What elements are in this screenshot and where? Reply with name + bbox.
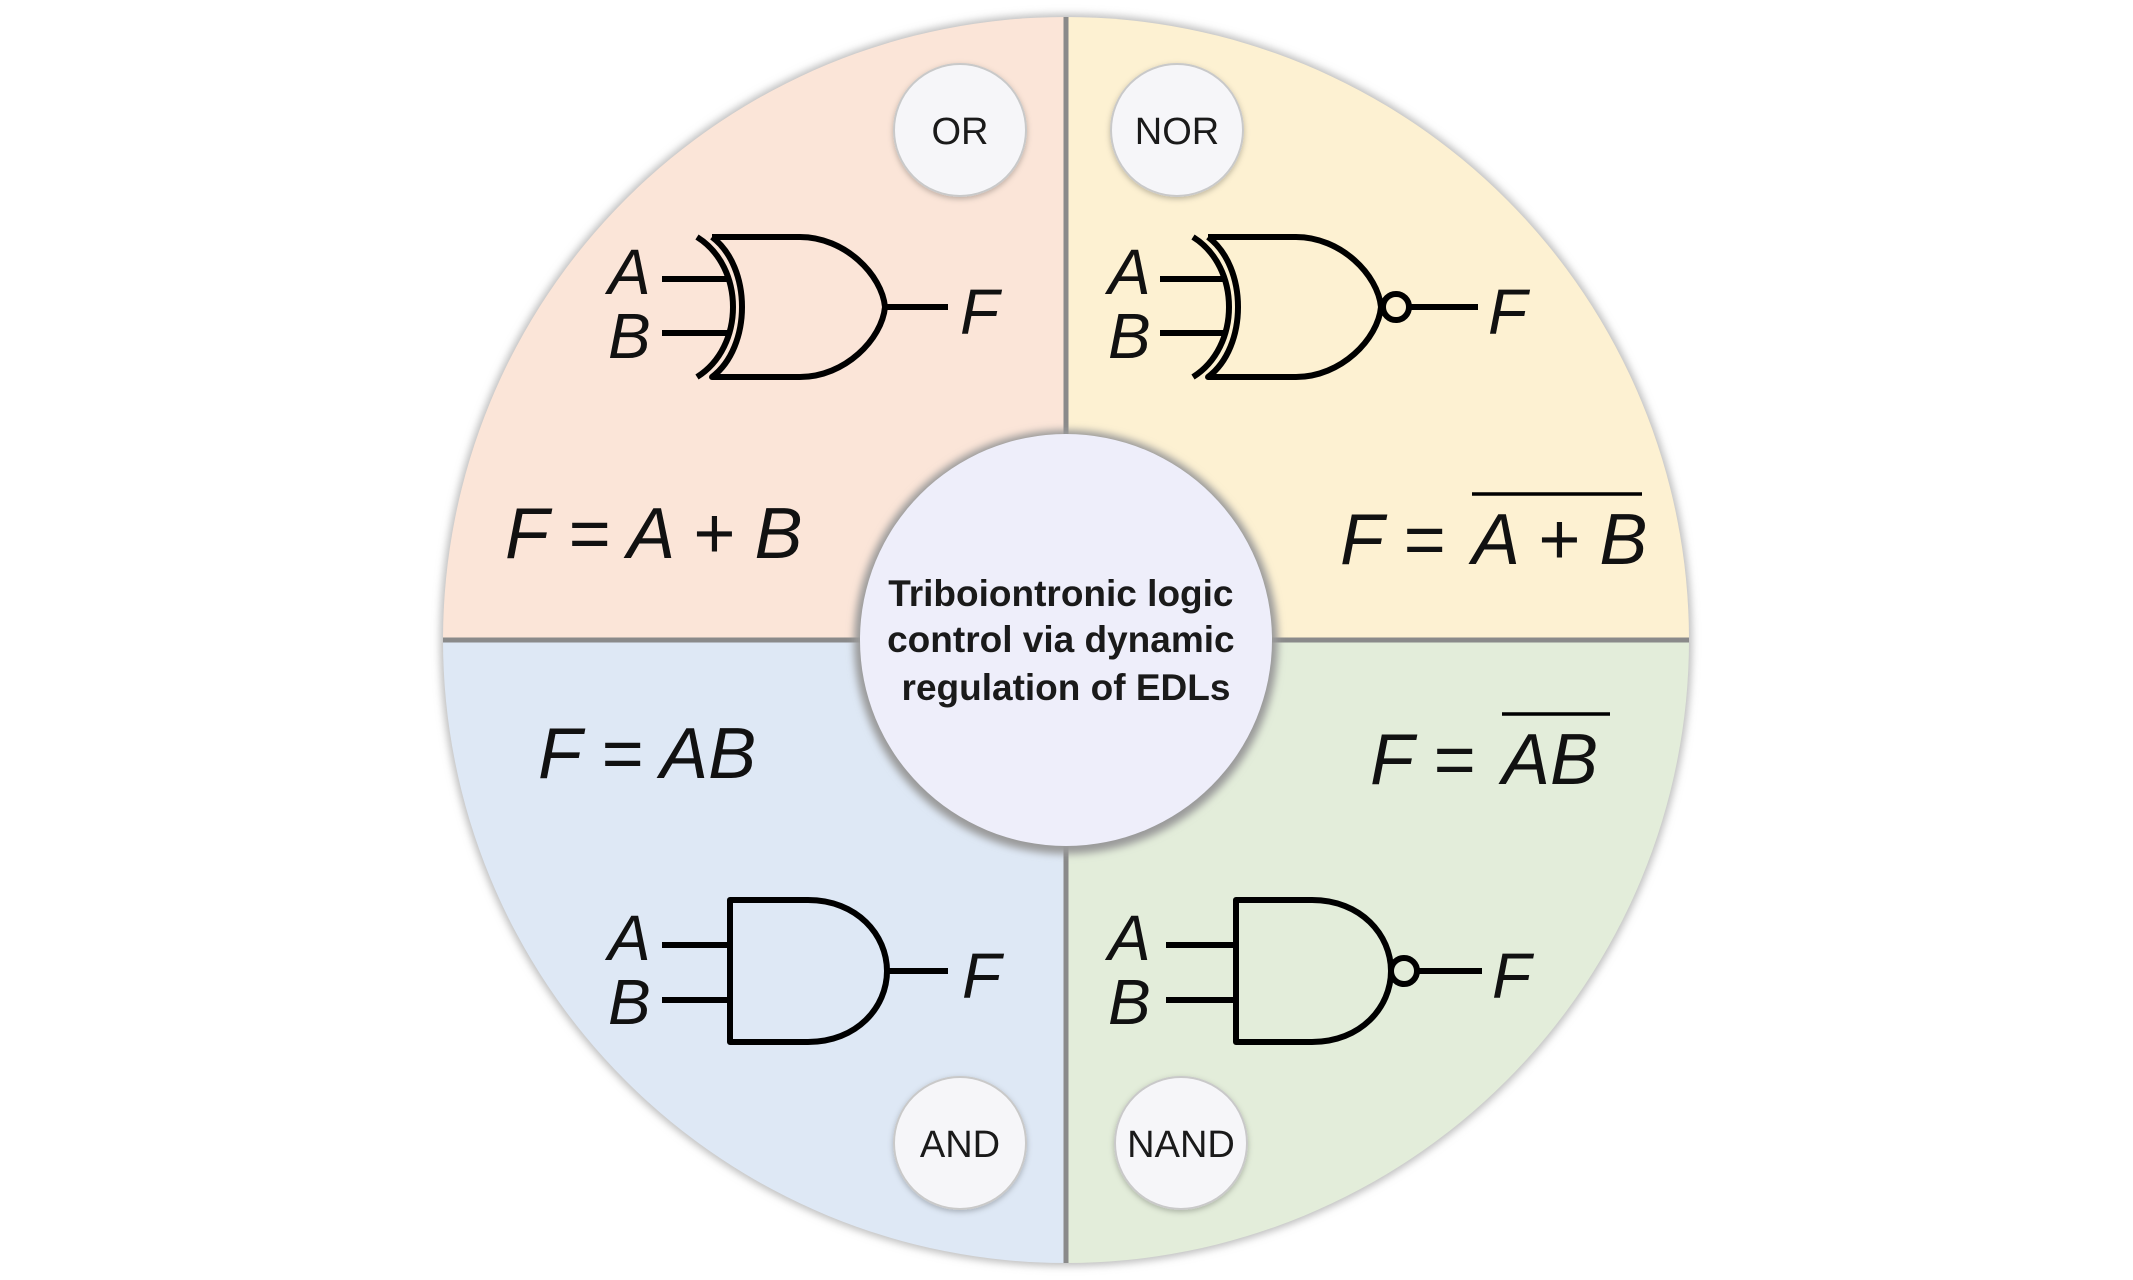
or-input-b: B xyxy=(608,300,651,372)
or-input-a: A xyxy=(604,236,651,308)
nand-equation: F = AB xyxy=(1370,712,1610,800)
and-equation: F = AB xyxy=(538,714,756,794)
nor-input-b: B xyxy=(1108,300,1151,372)
nand-equation-rhs: AB xyxy=(1498,720,1598,800)
nand-input-b: B xyxy=(1108,966,1151,1038)
nor-input-a: A xyxy=(1104,236,1151,308)
center-circle xyxy=(860,434,1272,846)
center-title-line-1: Triboiontronic logic xyxy=(888,573,1233,614)
or-equation: F = A + B xyxy=(505,494,803,574)
badge-nand-label: NAND xyxy=(1127,1124,1235,1166)
badge-nand: NAND xyxy=(1114,1076,1248,1210)
badge-and-label: AND xyxy=(920,1124,1000,1166)
nand-gate: A B F xyxy=(1104,897,1535,1045)
badge-or: OR xyxy=(893,63,1027,197)
nor-equation-lhs: F = xyxy=(1340,500,1445,580)
nor-gate: A B F xyxy=(1104,234,1531,380)
nand-equation-lhs: F = xyxy=(1370,720,1475,800)
nand-output: F xyxy=(1492,940,1535,1012)
and-output: F xyxy=(962,940,1005,1012)
center-title-line-2: control via dynamic xyxy=(887,619,1235,660)
center-title-line-3: regulation of EDLs xyxy=(902,667,1231,708)
nor-output: F xyxy=(1488,276,1531,348)
and-input-b: B xyxy=(608,966,651,1038)
badge-nor: NOR xyxy=(1110,63,1244,197)
badge-and: AND xyxy=(893,1076,1027,1210)
badge-or-label: OR xyxy=(932,111,989,153)
nand-input-a: A xyxy=(1104,902,1151,974)
and-gate: A B F xyxy=(604,897,1005,1045)
nor-equation: F = A + B xyxy=(1340,492,1647,580)
nor-equation-rhs: A + B xyxy=(1468,500,1647,580)
center-title: Triboiontronic logic control via dynamic… xyxy=(887,573,1245,708)
or-output: F xyxy=(960,276,1003,348)
and-input-a: A xyxy=(604,902,651,974)
badge-nor-label: NOR xyxy=(1135,111,1219,153)
or-gate: A B F xyxy=(604,234,1003,380)
